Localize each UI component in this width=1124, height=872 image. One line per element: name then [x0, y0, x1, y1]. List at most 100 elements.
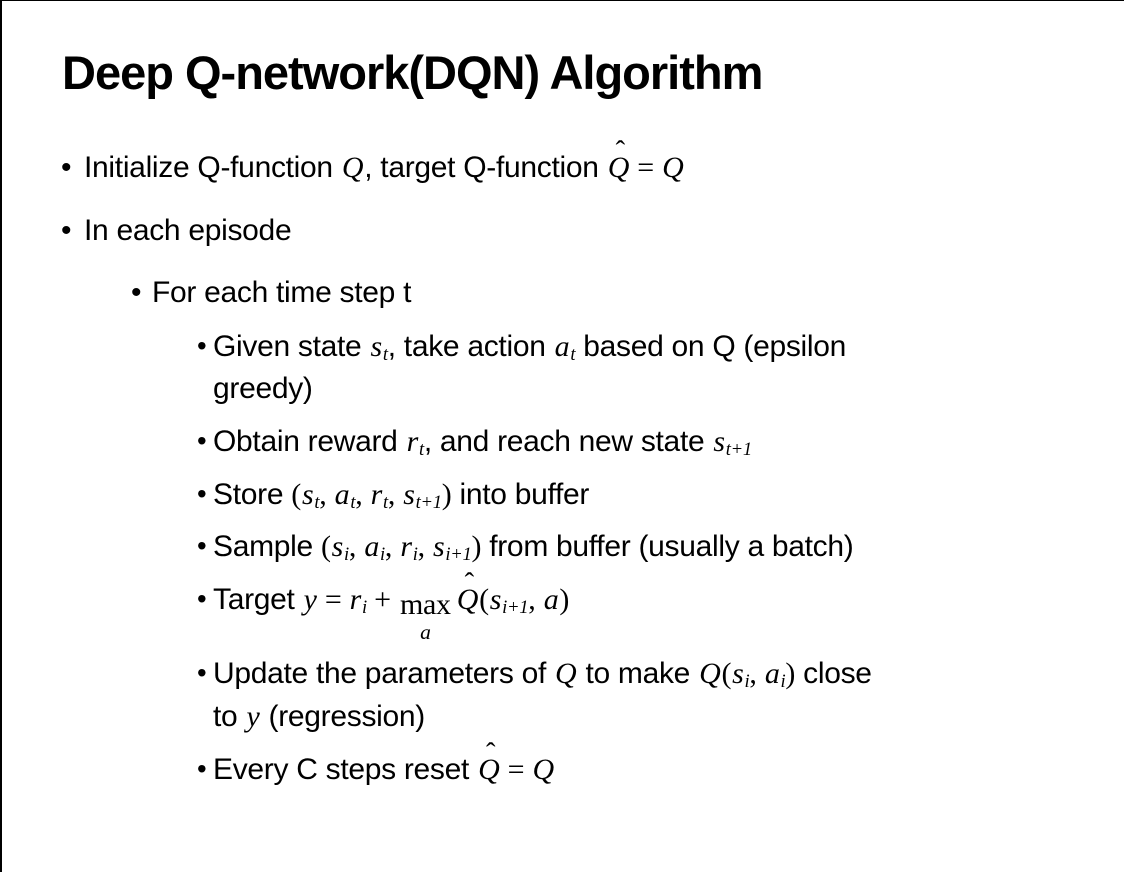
math-var-subscripted: si: [731, 657, 750, 693]
math-symbol: ,: [348, 530, 364, 564]
math-var-subscripted: rt: [370, 477, 389, 513]
hat-accent-icon: ˆ: [615, 136, 626, 168]
math-subscript: i: [380, 544, 385, 566]
math-var: a: [543, 582, 559, 616]
bullet-item: •Obtain reward rt, and reach new state s…: [2, 421, 1114, 464]
math-subscript: i+1: [445, 544, 472, 566]
math-var: s: [732, 657, 744, 691]
math-symbol: +: [366, 582, 398, 616]
math-var: s: [489, 582, 502, 616]
bullet-text: Given state st, take action at based on …: [213, 326, 1114, 411]
math-symbol: (: [721, 657, 732, 691]
math-var: s: [713, 424, 725, 458]
math-subscript: t: [382, 491, 388, 513]
math-subscript: t: [418, 439, 424, 461]
hat-accent-icon: ˆ: [464, 568, 475, 600]
math-var-subscripted: at: [334, 478, 356, 513]
math-var-subscripted: ri: [399, 530, 418, 566]
math-subscript: t: [382, 343, 388, 365]
math-symbol: ): [471, 530, 482, 564]
math-symbol: ,: [384, 530, 400, 564]
math-symbol: =: [500, 752, 532, 786]
max-underscript: a: [420, 619, 431, 644]
math-symbol: ,: [417, 530, 432, 564]
math-subscript: t+1: [415, 491, 442, 513]
math-symbol: ,: [319, 477, 334, 511]
text-run: Target: [213, 582, 303, 616]
bullet-marker-icon: •: [61, 213, 72, 247]
bullet-text: Store (st, at, rt, st+1) into buffer: [213, 474, 1114, 517]
bullet-text: Update the parameters of Q to make Q(si,…: [213, 653, 1114, 738]
math-subscript: t: [314, 491, 320, 513]
text-run: , take action: [387, 329, 554, 363]
math-var: s: [403, 477, 415, 511]
math-var: s: [331, 530, 344, 564]
text-run: Obtain reward: [213, 424, 406, 458]
math-var-subscripted: si+1: [432, 530, 472, 566]
text-run: Given state: [213, 329, 370, 363]
text-run: close: [795, 657, 872, 691]
math-var-subscripted: at: [554, 330, 576, 365]
math-subscript: i+1: [502, 596, 529, 618]
math-var: Q: [341, 151, 364, 184]
math-var: r: [400, 530, 412, 564]
math-symbol: (: [320, 530, 331, 564]
math-subscript: i: [344, 544, 349, 566]
math-var: s: [301, 477, 314, 511]
math-subscript: i: [780, 671, 786, 693]
math-var: a: [364, 530, 380, 564]
bullet-list: • Initialize Q-function Q, target Q-funct…: [2, 138, 1114, 801]
math-var-subscripted: st+1: [402, 477, 442, 513]
math-var: y: [246, 700, 260, 734]
bullet-item: •For each time step t: [2, 272, 1114, 315]
math-var: Q: [555, 657, 577, 691]
math-var: Q: [699, 657, 721, 691]
math-subscript: t+1: [725, 439, 752, 461]
math-var: r: [370, 477, 383, 511]
math-subscript: t: [570, 343, 576, 365]
math-symbol: ): [441, 477, 452, 511]
math-var-subscripted: st: [369, 329, 388, 365]
math-subscript: i: [412, 544, 418, 566]
math-var: y: [303, 582, 317, 616]
text-run: Sample: [213, 530, 321, 564]
math-var-subscripted: rt: [406, 424, 425, 461]
bullet-text: Sample (si, ai, ri, si+1) from buffer (u…: [213, 526, 1114, 569]
math-symbol: ,: [355, 477, 370, 511]
math-var: r: [406, 424, 419, 458]
math-var: Q: [532, 752, 555, 786]
math-var: Q: [662, 151, 684, 184]
math-var: s: [370, 329, 382, 363]
math-var-subscripted: ai: [363, 530, 385, 566]
math-var-subscripted: st+1: [712, 424, 752, 461]
text-run: to make: [577, 657, 699, 691]
math-var: a: [764, 657, 780, 691]
math-var: Q: [478, 752, 500, 786]
math-subscript: t: [350, 491, 356, 513]
text-run: greedy): [213, 372, 313, 406]
bullet-marker-icon: •: [197, 752, 207, 784]
math-subscript: i: [744, 671, 750, 693]
text-run: Update the parameters of: [213, 657, 555, 691]
math-symbol: =: [630, 151, 662, 184]
bullet-item: •In each episode: [2, 210, 1114, 253]
text-run: to: [213, 700, 246, 734]
math-subscript: i: [362, 596, 367, 618]
bullet-text: Obtain reward rt, and reach new state st…: [213, 421, 1114, 464]
text-run: , and reach new state: [423, 424, 713, 458]
text-run: For each time step t: [152, 276, 412, 310]
bullet-marker-icon: •: [61, 151, 72, 184]
bullet-text: Initialize Q-function Q, target Q-functi…: [84, 138, 1114, 190]
math-symbol: ,: [387, 477, 403, 511]
bullet-marker-icon: •: [197, 477, 207, 509]
text-run: (regression): [260, 700, 426, 734]
math-var: Q: [607, 151, 630, 184]
